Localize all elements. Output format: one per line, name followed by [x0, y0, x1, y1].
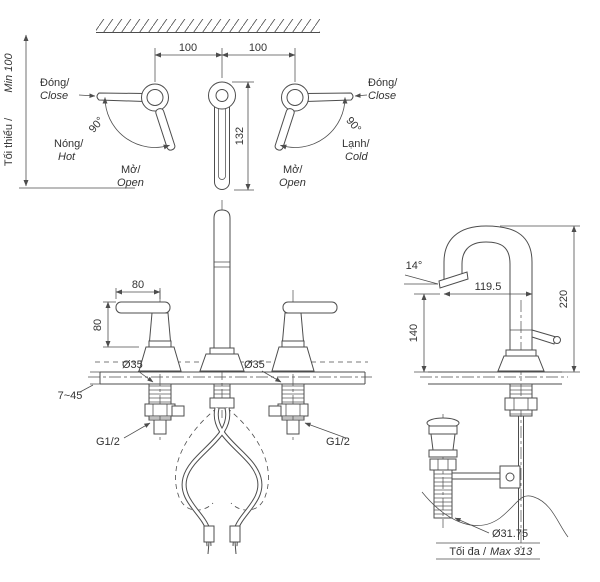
right-handle-closed-lever: [305, 92, 354, 103]
rh-open-en: Open: [279, 177, 306, 189]
hose-connector-right: [229, 525, 241, 543]
rh-closed-vi: Đóng/: [368, 77, 398, 89]
side-lever: [531, 329, 557, 345]
right-handle-plan: 90° Đóng/ Close Lạnh/ Cold Mở/ Open: [274, 77, 398, 189]
hole-dia-left-value: Ø35: [122, 359, 143, 371]
spout-reach-value: 119.5: [475, 281, 502, 293]
spout-height-value: 140: [408, 324, 420, 342]
deck-thickness-range: 7~45: [58, 390, 83, 402]
drain-nut: [429, 458, 457, 471]
spout-escutcheon: [199, 353, 245, 372]
min-offset-label-vi: Tối thiểu /: [3, 117, 15, 166]
side-dimensions: 119.5 140 220: [408, 225, 580, 373]
right-escutcheon: [271, 346, 315, 372]
side-escutcheon: [497, 355, 545, 372]
lh-closed-en: Close: [40, 90, 68, 102]
right-handle-open-lever: [274, 108, 295, 151]
popup-drain: Ø31.75: [421, 417, 569, 540]
rh-open-vi: Mở/: [283, 164, 303, 176]
left-handle-closed-lever: [96, 92, 145, 103]
rh-closed-en: Close: [368, 90, 396, 102]
thread-right-label: G1/2: [326, 436, 350, 448]
min-offset-label-en: Min 100: [3, 53, 15, 93]
max-label-en: Max 313: [490, 546, 533, 558]
hose-connector-left: [203, 525, 215, 543]
plan-view: Tối thiểu / Min 100 100 100 90° Đóng/ Cl…: [3, 19, 398, 191]
left-handle-open-lever: [155, 108, 176, 151]
handle-length-value: 80: [132, 279, 144, 291]
spout-length-value: 132: [234, 127, 246, 145]
lh-sweep-angle: 90°: [87, 115, 107, 135]
thread-left-label: G1/2: [96, 436, 120, 448]
rh-sweep-angle: 90°: [343, 115, 363, 135]
side-mounting-nut: [504, 397, 538, 411]
side-view: 14° 119.5 140 220: [404, 225, 580, 560]
right-sweep-arc: [280, 97, 348, 150]
max-label-vi: Tối đa /: [449, 546, 487, 558]
lh-temp-vi: Nóng/: [54, 138, 84, 150]
right-mounting-nut: [277, 403, 309, 417]
rh-temp-vi: Lạnh/: [342, 138, 370, 150]
left-grip: [115, 301, 171, 314]
spacing-left-value: 100: [179, 42, 197, 54]
lh-temp-en: Hot: [58, 151, 76, 163]
front-dimensions: 80 80 Ø35 Ø35: [92, 279, 282, 383]
left-escutcheon: [138, 346, 182, 372]
right-grip: [282, 301, 338, 314]
spout-tube: [213, 209, 231, 349]
spout-shank: [213, 383, 231, 399]
front-view: 7~45 G1/2: [58, 200, 372, 555]
left-handle-plan: 90° Đóng/ Close Nóng/ Hot Mở/ Open: [40, 77, 176, 189]
hole-spacing-dimension: 100 100: [154, 42, 296, 82]
left-handle-front: G1/2: [96, 301, 185, 448]
wall-hatch: [96, 19, 320, 33]
overall-height-value: 220: [558, 290, 570, 308]
lh-closed-vi: Đóng/: [40, 77, 70, 89]
min-offset-dimension: Tối thiểu / Min 100: [3, 34, 135, 189]
left-mounting-nut: [144, 403, 176, 417]
lh-open-en: Open: [117, 177, 144, 189]
drain-tailpipe: [433, 469, 453, 519]
spout-angle-value: 14°: [406, 260, 423, 272]
right-handle-front: G1/2: [268, 301, 350, 448]
left-sweep-arc: [102, 97, 170, 150]
spout-outlet: [438, 271, 469, 289]
supply-hoses: [175, 407, 269, 555]
rh-temp-en: Cold: [345, 151, 369, 163]
lh-open-vi: Mở/: [121, 164, 141, 176]
gooseneck-spout: 14°: [404, 225, 533, 350]
spout-plan: 132: [208, 81, 254, 191]
max-dimension: Tối đa / Max 313: [436, 542, 540, 560]
hole-dia-right-value: Ø35: [244, 359, 265, 371]
spout-front: [199, 209, 245, 409]
handle-height-value: 80: [92, 319, 104, 331]
drain-dia-value: Ø31.75: [492, 528, 528, 540]
spout-length-dimension: 132: [232, 81, 254, 191]
spacing-right-value: 100: [249, 42, 267, 54]
deck-front: 7~45: [58, 371, 366, 402]
